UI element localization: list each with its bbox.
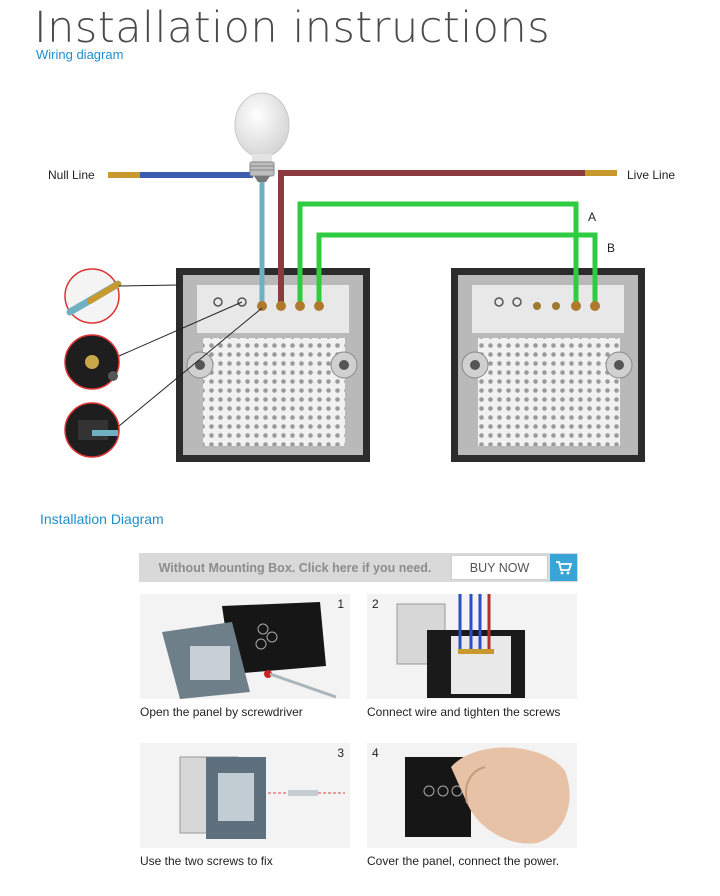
live-line-label: Live Line (627, 168, 675, 182)
step-2-image: 2 (367, 594, 577, 699)
wiring-diagram: Null Line Live Line A B (48, 92, 675, 462)
step-1-image: 1 (140, 594, 350, 699)
step-4-number: 4 (372, 746, 379, 760)
wiring-diagram-subtitle: Wiring diagram (36, 47, 124, 62)
line-a-label: A (588, 210, 596, 224)
right-switch-box (451, 268, 645, 462)
callout-loosen-screw (64, 301, 243, 390)
null-line-label: Null Line (48, 168, 95, 182)
step-3-image: 3 (140, 743, 350, 848)
step-3-number: 3 (337, 746, 344, 760)
callout-insert-wire (64, 307, 263, 458)
line-b-label: B (607, 241, 615, 255)
wires (108, 170, 617, 311)
left-switch-box (176, 268, 370, 462)
mounting-box-banner[interactable]: Without Mounting Box. Click here if you … (139, 553, 578, 582)
callout-stripped-wire (64, 268, 179, 324)
buy-now-button[interactable]: BUY NOW (451, 555, 548, 580)
step-1-number: 1 (337, 597, 344, 611)
page-title: Installation instructions (34, 3, 551, 53)
light-bulb (234, 92, 290, 182)
step-2-caption: Connect wire and tighten the screws (367, 705, 561, 719)
step-2-number: 2 (372, 597, 379, 611)
step-4-caption: Cover the panel, connect the power. (367, 854, 560, 868)
installation-diagram-title: Installation Diagram (40, 511, 164, 527)
step-4-image: 4 (367, 743, 577, 848)
cart-icon[interactable] (550, 554, 577, 581)
banner-text[interactable]: Without Mounting Box. Click here if you … (158, 560, 432, 575)
step-1-caption: Open the panel by screwdriver (140, 705, 303, 719)
step-3-caption: Use the two screws to fix (140, 854, 273, 868)
